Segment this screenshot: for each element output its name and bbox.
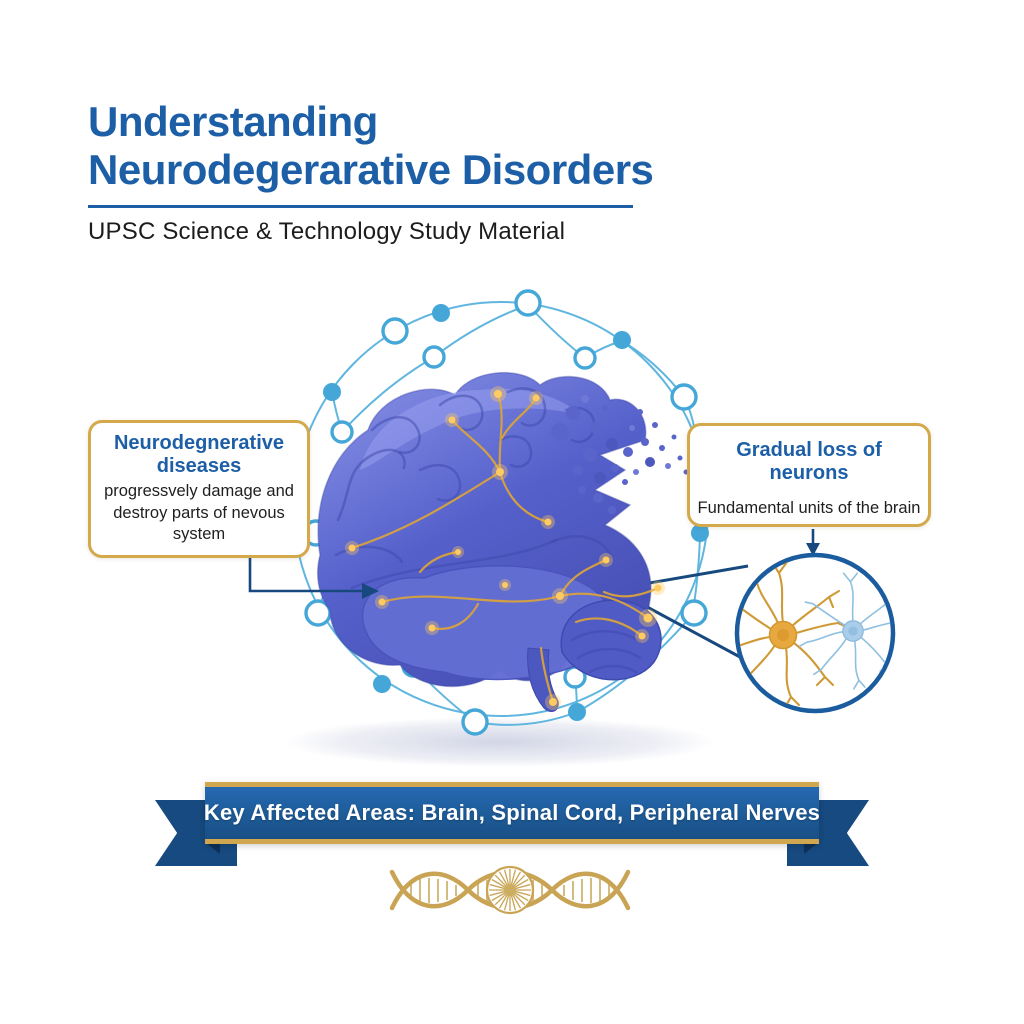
network-node [514,289,542,317]
network-node [691,524,709,542]
network-node [568,703,586,721]
callout-gradual-loss-of-neurons: Gradual loss of neurons Fundamental unit… [687,423,931,527]
network-node [373,675,391,693]
magnifier-wedge [631,564,749,659]
callout-right-title: Gradual loss of neurons [736,439,882,485]
network-node [304,599,332,627]
header: Understanding Neurodegerarative Disorder… [88,98,708,246]
network-node [613,331,631,349]
ribbon-band: Key Affected Areas: Brain, Spinal Cord, … [203,782,821,844]
network-node [432,304,450,322]
page-title-line2: Neurodegerarative Disorders [88,146,654,193]
page-title: Understanding Neurodegerarative Disorder… [88,98,708,194]
page-title-line1: Understanding [88,98,378,145]
title-underline [88,205,633,208]
dna-helix-icon [389,865,631,915]
neural-pathways [345,386,665,710]
network-node [461,708,489,736]
callout-neurodegenerative-diseases: Neurodegnerative diseases progressvely d… [88,420,310,558]
page-subtitle: UPSC Science & Technology Study Material [88,218,566,245]
network-node [670,383,698,411]
ribbon-banner: Key Affected Areas: Brain, Spinal Cord, … [150,780,874,875]
right-connector-arrow [806,529,820,556]
synapse-glow-dots [345,386,665,710]
brain-shadow [285,717,715,767]
network-node [573,346,597,370]
callout-left-body: progressvely damage and destroy parts of… [104,482,294,544]
callout-left-title: Neurodegnerative diseases [113,432,285,478]
dissolving-neurons [551,395,689,514]
network-node [381,317,409,345]
neuron-magnifier-circle [734,552,896,714]
left-connector-arrow [248,557,379,599]
network-node [323,383,341,401]
network-node [330,420,354,444]
ribbon-label: Key Affected Areas: Brain, Spinal Cord, … [203,800,821,825]
network-node [422,345,446,369]
dna-sunburst-icon [485,865,535,915]
callout-right-body: Fundamental units of the brain [697,499,921,518]
network-node [680,599,708,627]
